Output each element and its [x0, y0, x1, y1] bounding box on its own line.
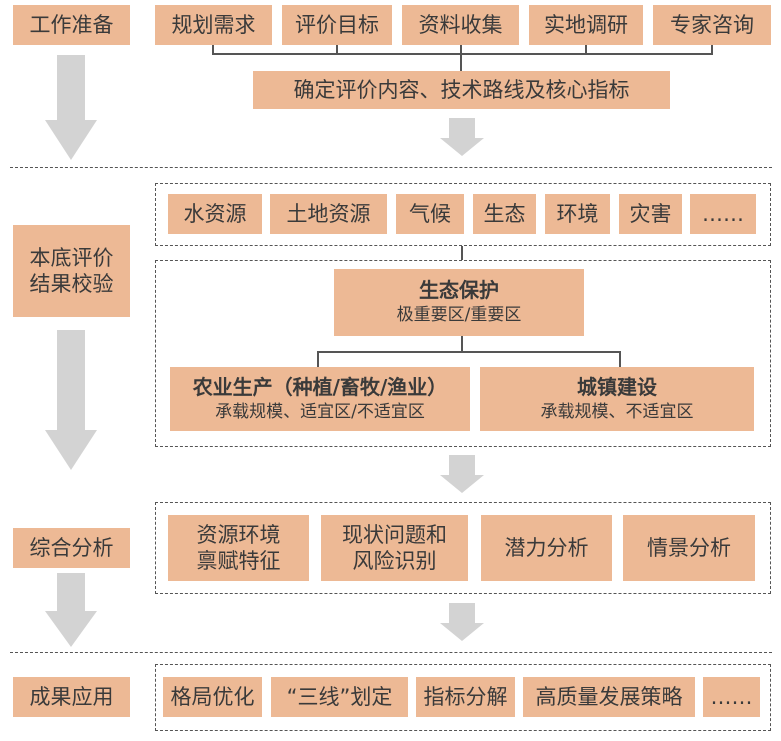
factor-item: 土地资源 — [270, 194, 387, 234]
apply-item: 指标分解 — [416, 677, 515, 717]
analysis-line: 资源环境 — [196, 522, 281, 547]
agri-sub: 承载规模、适宜区/不适宜区 — [215, 401, 425, 422]
connector-line — [461, 246, 463, 260]
urban-title: 城镇建设 — [577, 374, 657, 399]
factor-item: 水资源 — [168, 194, 262, 234]
connector-line — [336, 45, 338, 54]
connector-line — [317, 351, 319, 367]
connector-line — [212, 45, 214, 54]
connector-line — [711, 45, 713, 54]
agri-title: 农业生产（种植/畜牧/渔业） — [192, 374, 448, 399]
prep-item: 实地调研 — [529, 5, 643, 45]
analysis-line: 风险识别 — [352, 549, 437, 573]
connector-line — [460, 45, 462, 71]
stage-synthesis: 综合分析 — [13, 528, 130, 568]
application-group — [155, 664, 771, 731]
prep-item: 资料收集 — [402, 5, 519, 45]
urban-sub: 承载规模、不适宜区 — [540, 401, 694, 422]
connector-line — [585, 45, 587, 54]
down-arrow-icon — [45, 573, 97, 647]
analysis-group — [155, 502, 771, 594]
analysis-line: 现状问题和 — [342, 522, 447, 547]
factor-item: 环境 — [545, 194, 610, 234]
stage-work-prep: 工作准备 — [13, 5, 130, 45]
factor-item: 气候 — [396, 194, 464, 234]
section-divider — [10, 652, 772, 653]
section-divider — [10, 167, 772, 168]
factor-item: 灾害 — [619, 194, 682, 234]
prep-item: 专家咨询 — [653, 5, 771, 45]
down-arrow-icon — [440, 603, 484, 641]
prep-item: 评价目标 — [282, 5, 392, 45]
eco-protection-box: 生态保护 极重要区/重要区 — [334, 269, 584, 336]
apply-item: “三线”划定 — [271, 677, 408, 717]
analysis-line: 禀赋特征 — [196, 549, 281, 573]
analysis-item: 现状问题和 风险识别 — [321, 515, 468, 581]
apply-item: 格局优化 — [163, 677, 262, 717]
down-arrow-icon — [45, 55, 97, 160]
apply-item: 高质量发展策略 — [523, 677, 695, 717]
prep-result: 确定评价内容、技术路线及核心指标 — [253, 71, 670, 109]
apply-item: …… — [703, 677, 760, 717]
stage-baseline-check: 本底评价结果校验 — [13, 225, 130, 317]
connector-line — [317, 351, 620, 353]
analysis-item: 情景分析 — [623, 515, 755, 581]
factors-group — [155, 183, 771, 246]
connector-line — [461, 336, 463, 352]
agri-production-box: 农业生产（种植/畜牧/渔业） 承载规模、适宜区/不适宜区 — [170, 367, 470, 431]
down-arrow-icon — [45, 330, 97, 470]
factor-item: …… — [690, 194, 756, 234]
connector-line — [212, 53, 713, 55]
eco-sub: 极重要区/重要区 — [396, 305, 522, 326]
evaluation-group — [155, 260, 771, 447]
prep-item: 规划需求 — [155, 5, 272, 45]
stage-application: 成果应用 — [13, 677, 130, 717]
connector-line — [619, 351, 621, 367]
down-arrow-icon — [440, 118, 484, 156]
analysis-item: 资源环境 禀赋特征 — [168, 515, 309, 581]
down-arrow-icon — [440, 455, 484, 493]
factor-item: 生态 — [473, 194, 536, 234]
analysis-item: 潜力分析 — [481, 515, 612, 581]
eco-title: 生态保护 — [419, 278, 499, 303]
urban-construction-box: 城镇建设 承载规模、不适宜区 — [480, 367, 754, 431]
